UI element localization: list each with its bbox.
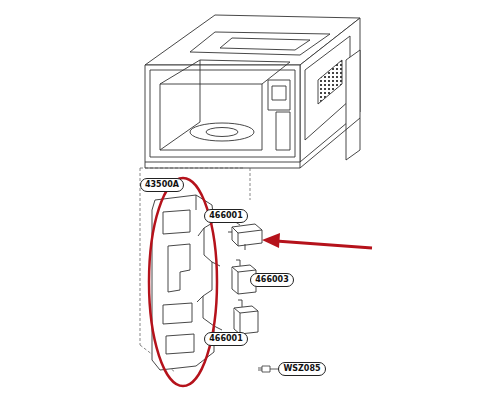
callout-number: 466001 <box>204 209 247 223</box>
screw <box>258 366 270 372</box>
callout-number: 43500A <box>140 178 184 192</box>
callout-number: 466003 <box>250 273 293 287</box>
callout-number: 466001 <box>204 332 247 346</box>
pointer-arrow <box>262 233 372 248</box>
microwave-cavity <box>145 15 360 168</box>
leader-lines <box>234 221 283 369</box>
callout-number: WSZ085 <box>278 362 325 376</box>
